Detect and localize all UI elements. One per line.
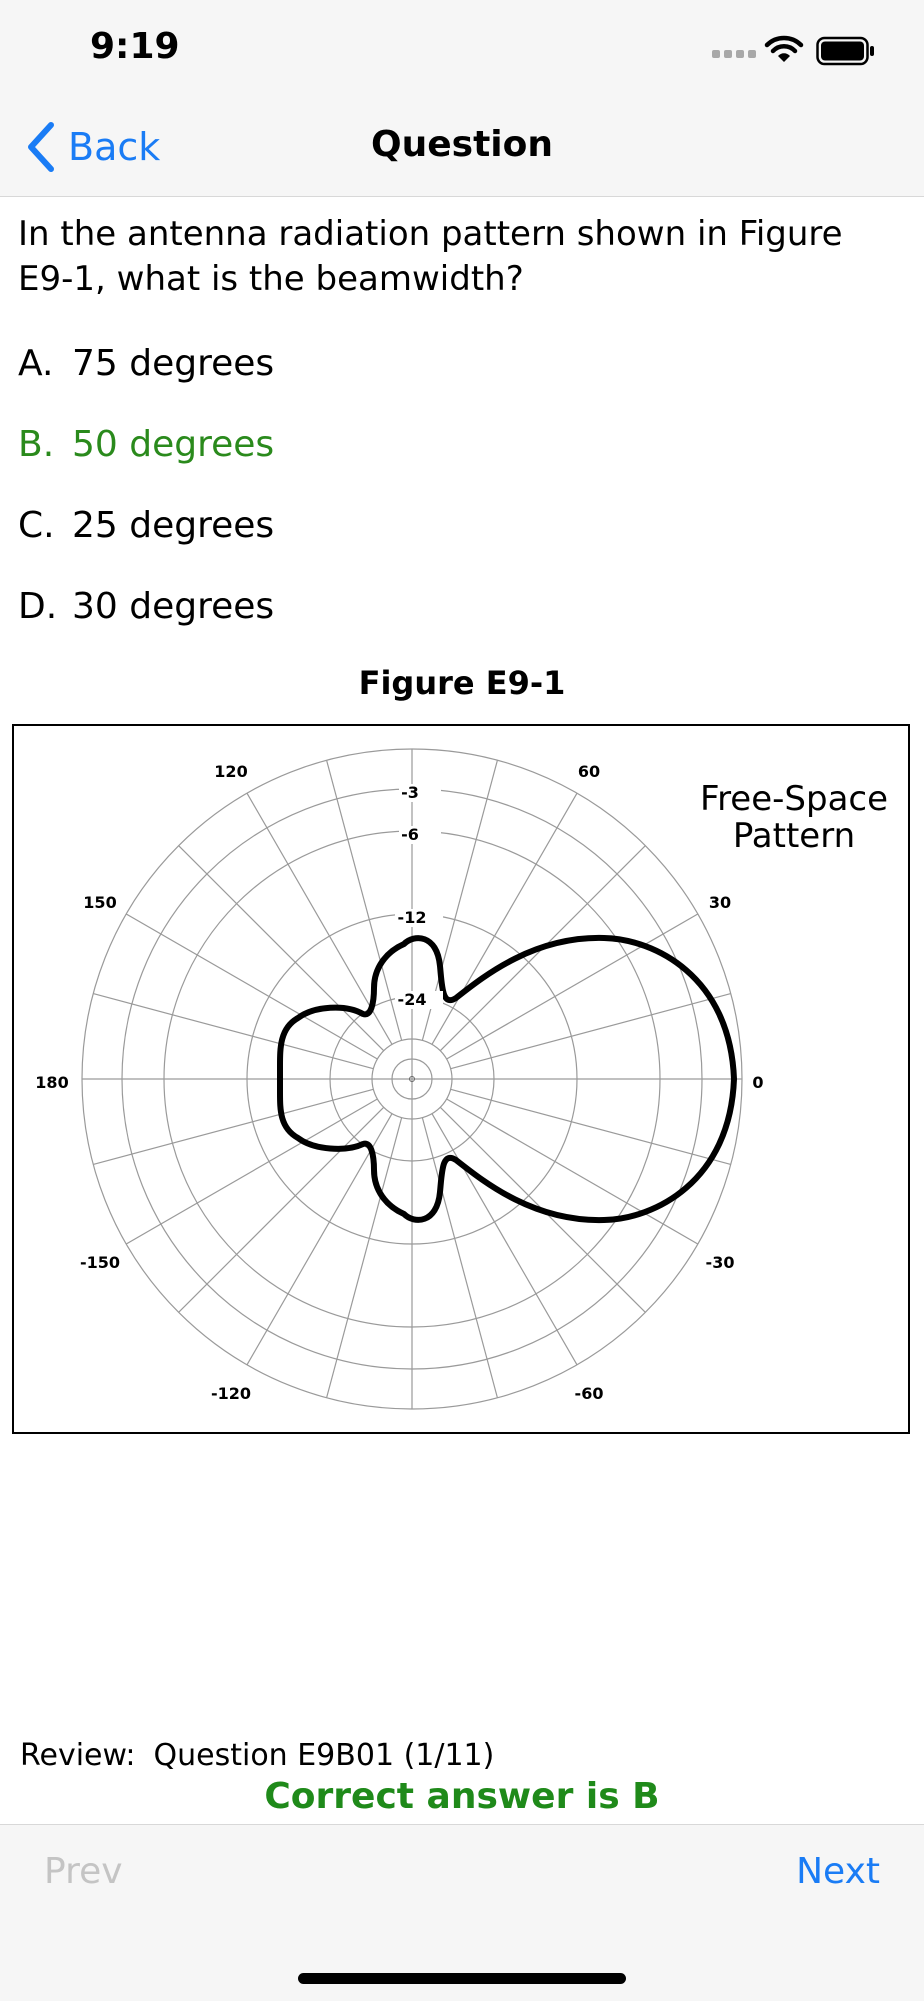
- angle-label-150: 150: [83, 893, 116, 912]
- status-time: 9:19: [90, 26, 180, 67]
- grid-spoke: [125, 913, 378, 1060]
- grid-spoke: [450, 1088, 731, 1165]
- figure-title: Figure E9-1: [358, 664, 566, 702]
- angle-label-m30: -30: [706, 1253, 735, 1272]
- option-b[interactable]: B. 50 degrees: [18, 423, 274, 467]
- polar-grid: [81, 748, 743, 1410]
- option-c[interactable]: C. 25 degrees: [18, 504, 274, 548]
- option-text: 25 degrees: [72, 505, 275, 546]
- chevron-left-icon: [28, 122, 54, 172]
- review-label: Review:: [20, 1738, 136, 1773]
- grid-spoke: [178, 845, 385, 1052]
- option-d[interactable]: D. 30 degrees: [18, 585, 274, 629]
- grid-center: [409, 1076, 415, 1082]
- bottom-toolbar: Prev Next: [0, 1824, 924, 2001]
- grid-spoke: [421, 1117, 498, 1398]
- grid-spoke: [178, 1106, 385, 1313]
- status-bar: 9:19: [0, 0, 924, 100]
- prev-button[interactable]: Prev: [44, 1851, 123, 1892]
- grid-spoke: [93, 993, 374, 1070]
- option-letter: B.: [18, 424, 55, 465]
- angle-label-m60: -60: [575, 1384, 604, 1403]
- question-text: In the antenna radiation pattern shown i…: [18, 214, 843, 299]
- review-status: Review: Question E9B01 (1/11): [20, 1738, 494, 1773]
- figure-caption-line1: Free-Space: [700, 779, 888, 819]
- angle-label-0: 0: [752, 1073, 763, 1092]
- angle-label-m150: -150: [80, 1253, 120, 1272]
- option-letter: D.: [18, 586, 58, 627]
- angle-label-30: 30: [709, 893, 731, 912]
- db-label-bg: [399, 784, 441, 802]
- option-text: 75 degrees: [72, 343, 275, 384]
- battery-icon: [816, 36, 874, 66]
- grid-spoke: [446, 1098, 699, 1245]
- wifi-icon: [764, 35, 804, 62]
- grid-spoke: [431, 792, 578, 1045]
- grid-spoke: [431, 1113, 578, 1366]
- back-button[interactable]: Back: [26, 122, 160, 172]
- option-letter: C.: [18, 505, 55, 546]
- radiation-pattern-curve: [277, 934, 737, 1224]
- option-letter: A.: [18, 343, 54, 384]
- db-label-24: -24: [398, 990, 427, 1009]
- home-indicator: [298, 1973, 626, 1984]
- navigation-bar: Back Question: [0, 100, 924, 197]
- grid-spoke: [246, 792, 393, 1045]
- angle-label-120: 120: [214, 762, 247, 781]
- db-label-12: -12: [398, 908, 427, 927]
- cellular-signal-icon: [712, 50, 756, 58]
- grid-spoke: [450, 993, 731, 1070]
- grid-spoke: [246, 1113, 393, 1366]
- option-text: 50 degrees: [72, 424, 275, 465]
- next-button[interactable]: Next: [796, 1851, 880, 1892]
- option-a[interactable]: A. 75 degrees: [18, 342, 274, 386]
- radiation-pattern-diagram: 0 30 60 120 150 180 -150 -120 -60 -30 -3…: [35, 748, 888, 1410]
- angle-label-m120: -120: [211, 1384, 251, 1403]
- grid-spoke: [93, 1088, 374, 1165]
- page-title: Question: [371, 124, 553, 165]
- grid-spoke: [326, 1117, 403, 1398]
- db-label-3: -3: [401, 783, 419, 802]
- correct-answer-text: Correct answer is B: [264, 1776, 660, 1817]
- grid-spoke: [125, 1098, 378, 1245]
- figure-image: 0 30 60 120 150 180 -150 -120 -60 -30 -3…: [12, 724, 910, 1434]
- back-label: Back: [68, 125, 161, 169]
- angle-label-180: 180: [35, 1073, 68, 1092]
- db-label-bg: [399, 826, 441, 844]
- db-label-6: -6: [401, 825, 419, 844]
- db-label-bg: [395, 909, 443, 927]
- grid-spoke: [446, 913, 699, 1060]
- grid-spoke: [326, 760, 403, 1041]
- angle-label-60: 60: [578, 762, 600, 781]
- db-label-bg: [395, 991, 443, 1009]
- option-text: 30 degrees: [72, 586, 275, 627]
- figure-caption-line2: Pattern: [733, 816, 855, 856]
- review-question-id: Question E9B01 (1/11): [153, 1738, 495, 1773]
